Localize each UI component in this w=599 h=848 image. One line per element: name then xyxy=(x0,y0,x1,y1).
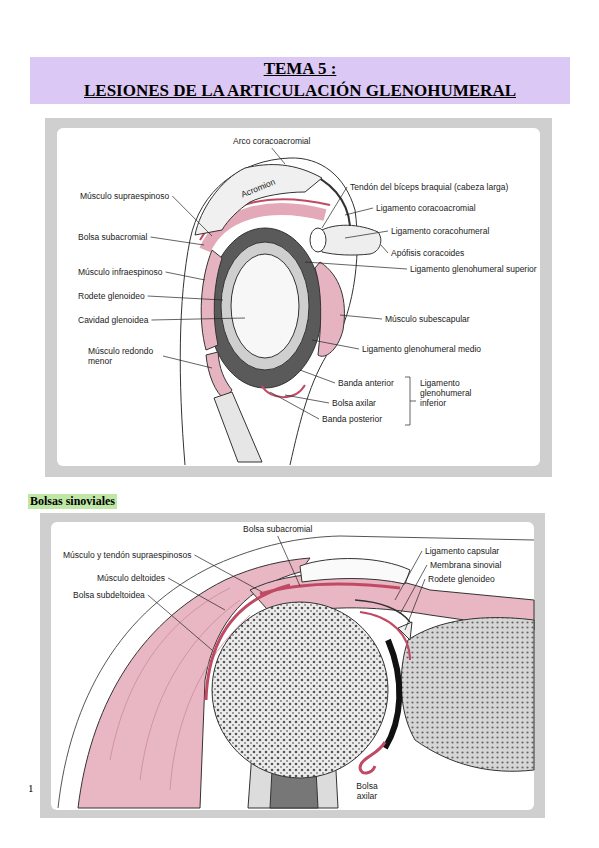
leader-line xyxy=(150,237,204,245)
part-label: Músculo infraespinoso xyxy=(78,267,163,277)
leader-line xyxy=(148,595,212,650)
leader-line xyxy=(148,296,223,300)
leader-line xyxy=(381,245,388,253)
part-label: Apófisis coracoides xyxy=(391,248,464,258)
page-number: 1 xyxy=(28,782,34,795)
part-label: Arco coracoacromial xyxy=(233,136,310,146)
coracoid-process xyxy=(318,225,381,255)
leader-line xyxy=(345,231,388,238)
shoulder-coronal-section xyxy=(58,536,534,808)
part-label: Membrana sinovial xyxy=(430,560,501,570)
leader-line xyxy=(272,148,285,164)
leader-line xyxy=(305,262,407,269)
leader-line xyxy=(166,272,205,280)
part-label: Músculo supraespinoso xyxy=(80,191,169,201)
leader-line xyxy=(405,579,425,630)
leader-line xyxy=(168,578,225,610)
axillary-bursa xyxy=(360,742,385,773)
leader-line xyxy=(300,370,335,383)
subscapularis-muscle xyxy=(315,262,344,356)
part-label: Tendón del bíceps braquial (cabeza larga… xyxy=(350,182,508,192)
leader-line xyxy=(172,196,212,236)
heading-text: Bolsas sinoviales xyxy=(30,494,115,509)
part-label: Músculo redondo menor xyxy=(88,346,160,366)
glenoid-labrum xyxy=(221,242,309,370)
part-label: Bolsa subacromial xyxy=(243,524,312,534)
part-label: Músculo y tendón supraespinosos xyxy=(63,550,192,560)
figure-frame xyxy=(45,118,552,477)
part-label: Ligamento coracoacromial xyxy=(376,203,476,213)
leader-line xyxy=(195,555,262,592)
title-band-ground xyxy=(30,57,570,104)
bracket xyxy=(405,377,416,425)
part-label: Ligamento coracohumeral xyxy=(391,226,489,236)
leader-line xyxy=(151,318,245,320)
part-label: Ligamento capsular xyxy=(425,546,499,556)
section-heading: Bolsas sinoviales xyxy=(28,494,117,509)
leader-line xyxy=(278,536,300,586)
part-label: Banda anterior xyxy=(338,378,394,388)
leader-line xyxy=(285,395,329,403)
subdeltoid-bursa xyxy=(206,585,290,700)
figure-frame xyxy=(40,513,545,818)
acromion xyxy=(195,165,322,235)
glenoid-cavity xyxy=(231,254,299,358)
part-label: Bolsa axilar xyxy=(332,398,376,408)
heading-text: TEMA 5 : xyxy=(34,58,566,80)
skin-outline xyxy=(58,536,534,808)
figure-ground xyxy=(57,128,540,466)
synovial-membrane xyxy=(360,612,410,660)
figure-ground xyxy=(51,522,534,810)
part-label: Cavidad glenoidea xyxy=(78,315,148,325)
part-label: Bolsa axilar xyxy=(350,781,384,801)
joint-capsule xyxy=(208,228,322,388)
part-label: Ligamento glenohumeral inferior xyxy=(420,378,484,408)
humeral-head xyxy=(212,602,388,778)
joint-space xyxy=(385,640,399,748)
leader-line xyxy=(340,315,382,319)
leader-line xyxy=(400,565,427,614)
part-label: Ligamento glenohumeral medio xyxy=(362,344,481,354)
title-band: TEMA 5 :LESIONES DE LA ARTICULACIÓN GLEN… xyxy=(30,57,570,103)
subacromial-bursa xyxy=(260,584,400,594)
part-label: Músculo subescapular xyxy=(385,314,470,324)
leader-line xyxy=(345,208,373,215)
acromion xyxy=(300,559,410,584)
humerus-shaft xyxy=(214,392,262,462)
part-label: Rodete glenoideo xyxy=(78,291,145,301)
part-label: Bolsa subdeltoidea xyxy=(73,590,145,600)
leader-line xyxy=(163,356,212,368)
leader-line xyxy=(322,187,347,228)
scapula xyxy=(401,618,534,772)
part-label: Ligamento glenohumeral superior xyxy=(410,264,537,274)
leader-line xyxy=(270,392,319,419)
body-text: LESIONES DE LA ARTICULACIÓN GLENOHUMERAL xyxy=(34,80,566,102)
axillary-pouch xyxy=(262,385,305,397)
part-label: Bolsa subacromial xyxy=(78,232,147,242)
part-label: Músculo deltoides xyxy=(97,573,165,583)
leader-line xyxy=(312,340,359,349)
leader-line xyxy=(395,551,422,600)
part-label: Banda posterior xyxy=(322,414,382,424)
part-label: Rodete glenoideo xyxy=(428,574,495,584)
biceps-tendon xyxy=(310,228,326,252)
